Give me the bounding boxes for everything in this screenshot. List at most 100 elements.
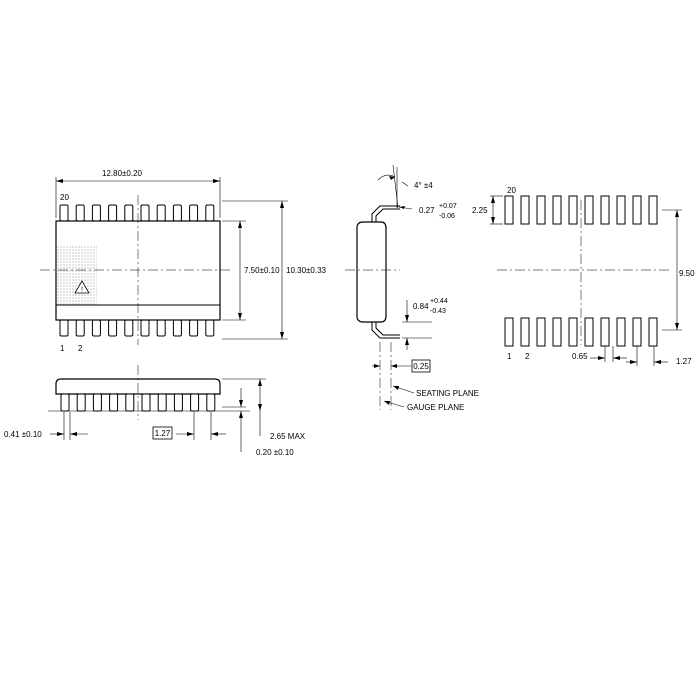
warning-triangle-mark: ! [81, 287, 83, 294]
end-view-upper-lead-inner [375, 208, 400, 222]
standoff-dim-text: 0.20 ±0.10 [256, 448, 294, 457]
footprint-pad-upper [504, 195, 514, 225]
footprint-pad-upper [600, 195, 610, 225]
pad-length-dimension: 2.25 [472, 195, 503, 225]
fp-pin-20-label: 20 [507, 186, 516, 195]
top-pin-lower [189, 319, 199, 337]
top-pin-1-label: 1 [60, 344, 65, 353]
end-view-lower-lead-inner [375, 322, 400, 336]
end-view-upper-lead [371, 205, 400, 222]
footprint-pad-lower [616, 317, 626, 347]
side-pitch-dim-text: 1.27 [155, 429, 171, 438]
top-view: ! 20 1 2 12.80±0.20 7.50±0.10 [40, 169, 327, 353]
pad-length-dim-text: 2.25 [472, 206, 488, 215]
top-pin-upper [108, 204, 118, 222]
top-pin-2-label: 2 [78, 344, 83, 353]
side-pin [190, 393, 200, 412]
lead-thickness-text: 0.27 [419, 206, 435, 215]
foot-length-text: 0.84 [413, 302, 429, 311]
footprint-pitch-dimension: 1.27 [626, 346, 692, 366]
footprint-pitch-dim-text: 1.27 [676, 357, 692, 366]
top-pin-lower [124, 319, 134, 337]
side-pin [60, 393, 70, 412]
top-view-pins-lower [59, 319, 215, 337]
side-pin [173, 393, 183, 412]
lead-width-dim-text: 0.41 ±0.10 [4, 430, 42, 439]
side-pin [109, 393, 119, 412]
top-pin-upper [59, 204, 69, 222]
height-dimension: 2.65 MAX [222, 378, 306, 441]
height-dim-text: 2.65 MAX [270, 432, 306, 441]
footprint-pad-lower [504, 317, 514, 347]
side-pin [206, 393, 216, 412]
pin1-marking-area [57, 245, 97, 305]
top-pin-lower [172, 319, 182, 337]
top-pin-lower [91, 319, 101, 337]
footprint-pad-upper [584, 195, 594, 225]
seating-plane-label: SEATING PLANE [416, 389, 479, 398]
top-pin-upper [140, 204, 150, 222]
top-pin-upper [172, 204, 182, 222]
top-pin-upper [124, 204, 134, 222]
end-view-body [356, 221, 387, 323]
length-dim-text: 12.80±0.20 [102, 169, 143, 178]
fp-pin-1-label: 1 [507, 352, 512, 361]
top-pin-upper [189, 204, 199, 222]
angle-arc [377, 174, 396, 181]
top-pin-upper [75, 204, 85, 222]
total-width-dim-text: 10.30±0.33 [286, 266, 327, 275]
footprint-pad-upper [648, 195, 658, 225]
top-pin-20-label: 20 [60, 193, 69, 202]
top-pin-lower [156, 319, 166, 337]
pad-width-dimension: 0.65 [572, 346, 627, 362]
gauge-dim-text: 0.25 [413, 362, 429, 371]
warning-triangle-icon: ! [74, 280, 90, 294]
side-pitch-box [152, 426, 173, 440]
top-pin-upper [156, 204, 166, 222]
side-view: 0.41 ±0.10 1.27 2.65 MAX [4, 365, 306, 457]
gauge-box [411, 359, 431, 373]
footprint-pad-upper [552, 195, 562, 225]
top-pin-lower [108, 319, 118, 337]
total-width-dimension: 10.30±0.33 [222, 200, 327, 340]
body-width-dim-text: 7.50±0.10 [244, 266, 280, 275]
footprint-pad-lower [568, 317, 578, 347]
body-width-dimension: 7.50±0.10 [222, 220, 280, 321]
side-pin [125, 393, 135, 412]
side-pin [76, 393, 86, 412]
pad-width-dim-text: 0.65 [572, 352, 588, 361]
footprint-pad-upper [568, 195, 578, 225]
row-spacing-dim-text: 9.50 [679, 269, 695, 278]
end-view: 4° ±4 0.27 +0.07 -0.06 0.84 +0.44 -0.43 … [345, 164, 479, 412]
top-view-pins-upper [59, 204, 215, 222]
footprint-pad-lower [632, 317, 642, 347]
footprint-pad-upper [616, 195, 626, 225]
row-spacing-dimension: 9.50 [662, 209, 695, 331]
footprint-pad-lower [552, 317, 562, 347]
top-pin-lower [140, 319, 150, 337]
footprint-pad-lower [648, 317, 658, 347]
end-view-lower-lead [371, 322, 400, 339]
gauge-plane-label: GAUGE PLANE [407, 403, 464, 412]
footprint-pads-upper [504, 195, 658, 225]
footprint-pad-lower [536, 317, 546, 347]
footprint-pad-lower [600, 317, 610, 347]
top-pin-upper [91, 204, 101, 222]
footprint-pad-upper [632, 195, 642, 225]
side-pin [141, 393, 151, 412]
top-pin-lower [59, 319, 69, 337]
standoff-dimension: 0.20 ±0.10 [222, 388, 294, 457]
lead-width-dimension: 0.41 ±0.10 [4, 412, 88, 440]
foot-length-minus-text: -0.43 [430, 308, 446, 315]
angle-dim-text: 4° ±4 [414, 181, 433, 190]
top-pin-upper [205, 204, 215, 222]
top-pin-lower [205, 319, 215, 337]
footprint-pad-upper [536, 195, 546, 225]
length-dimension: 12.80±0.20 [55, 169, 221, 218]
footprint-pad-upper [520, 195, 530, 225]
lead-thickness-plus-text: +0.07 [439, 203, 457, 210]
top-pin-lower [75, 319, 85, 337]
side-pitch-dimension: 1.27 [152, 412, 226, 440]
footprint-pad-lower [584, 317, 594, 347]
